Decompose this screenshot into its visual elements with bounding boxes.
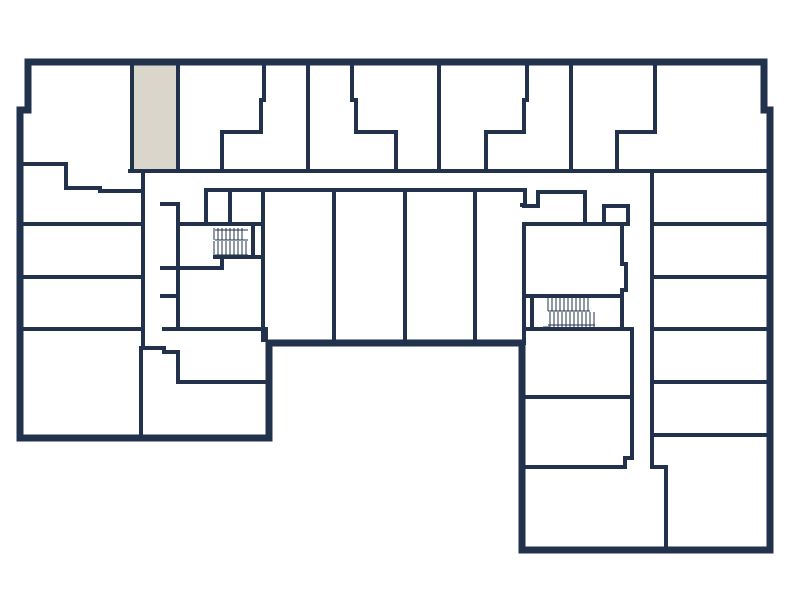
wall bbox=[520, 188, 527, 207]
unit-top-5[interactable] bbox=[398, 64, 438, 169]
wall bbox=[522, 294, 624, 330]
unit-top-7[interactable] bbox=[573, 64, 653, 169]
wall bbox=[484, 60, 529, 173]
unit-top-3[interactable] bbox=[180, 64, 262, 169]
wall bbox=[350, 60, 398, 173]
wall bbox=[522, 222, 628, 298]
highlighted-unit[interactable] bbox=[134, 64, 177, 171]
unit-right-4[interactable] bbox=[654, 331, 768, 380]
unit-right-wing-1[interactable] bbox=[526, 331, 630, 395]
unit-right-bottom[interactable] bbox=[668, 437, 768, 548]
wall bbox=[522, 190, 587, 226]
unit-left-2[interactable] bbox=[22, 226, 141, 275]
wall bbox=[602, 204, 630, 226]
unit-right-3[interactable] bbox=[654, 279, 768, 327]
unit-top-left[interactable] bbox=[30, 64, 130, 162]
wall bbox=[650, 169, 668, 552]
unit-center-3[interactable] bbox=[407, 192, 473, 341]
unit-center-1[interactable] bbox=[265, 192, 332, 341]
unit-left-1[interactable] bbox=[22, 193, 141, 222]
wall bbox=[220, 60, 266, 173]
unit-top-4[interactable] bbox=[310, 64, 394, 169]
wall bbox=[162, 327, 268, 342]
wall bbox=[615, 60, 657, 173]
stair-right bbox=[543, 298, 595, 328]
wall bbox=[18, 162, 145, 193]
unit-left-3[interactable] bbox=[22, 279, 141, 327]
wall bbox=[160, 294, 180, 331]
unit-top-right[interactable] bbox=[657, 64, 762, 169]
unit-right-2[interactable] bbox=[654, 226, 768, 275]
unit-right-1[interactable] bbox=[654, 173, 768, 222]
unit-center-4[interactable] bbox=[477, 192, 522, 341]
unit-right-5[interactable] bbox=[654, 384, 768, 433]
wall bbox=[160, 202, 180, 270]
unit-top-2[interactable] bbox=[134, 64, 177, 171]
wall bbox=[522, 327, 634, 469]
unit-right-wing-3[interactable] bbox=[526, 469, 664, 548]
unit-top-6[interactable] bbox=[441, 64, 525, 169]
unit-right-wing-2[interactable] bbox=[526, 399, 630, 465]
unit-bottom-left-inner[interactable] bbox=[143, 384, 267, 436]
stair-left bbox=[213, 228, 248, 256]
unit-left-bottom[interactable] bbox=[22, 331, 139, 436]
wall bbox=[139, 346, 268, 384]
unit-center-2[interactable] bbox=[336, 192, 403, 341]
